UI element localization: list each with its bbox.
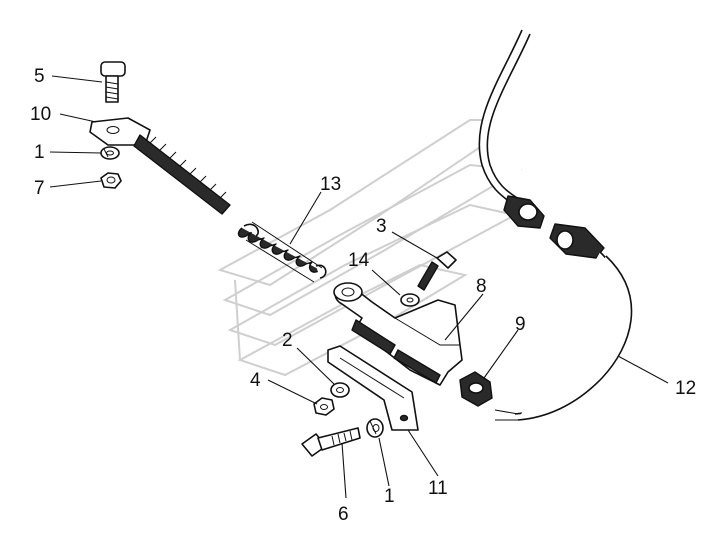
part-5-bolt (100, 61, 126, 103)
callout-2: 2 (282, 330, 293, 351)
part-9-nut (459, 371, 493, 407)
part-6-bolt (301, 427, 361, 457)
callout-8: 8 (476, 276, 487, 297)
part-3-bolt (417, 251, 457, 291)
part-13-spring (237, 221, 327, 283)
callout-1-bottom: 1 (384, 486, 395, 507)
part-8-bracket (333, 282, 463, 386)
part-11-plate (327, 345, 419, 431)
callout-6: 6 (338, 504, 349, 525)
callout-12: 12 (675, 378, 696, 399)
leader-lines (49, 75, 669, 499)
callout-11: 11 (428, 478, 448, 499)
part-12-cable (478, 29, 633, 421)
part-4-nut (313, 397, 335, 416)
part-7-nut (100, 172, 122, 189)
callout-13: 13 (320, 174, 341, 195)
callout-1-top: 1 (34, 142, 45, 163)
callout-5: 5 (34, 66, 45, 87)
callout-7: 7 (34, 178, 45, 199)
callout-4: 4 (250, 370, 261, 391)
part-1-washer-top (100, 146, 120, 160)
part-2-washer (330, 382, 350, 398)
callout-3: 3 (376, 216, 387, 237)
callout-9: 9 (515, 314, 526, 335)
callout-14: 14 (348, 250, 370, 271)
part-10-bracket (89, 117, 231, 215)
part-1-washer-bottom (366, 418, 384, 438)
callout-10: 10 (30, 104, 51, 125)
part-14-washer (400, 293, 420, 307)
callout-labels: 5 10 1 7 13 3 14 8 9 2 4 12 6 1 11 (30, 66, 696, 525)
